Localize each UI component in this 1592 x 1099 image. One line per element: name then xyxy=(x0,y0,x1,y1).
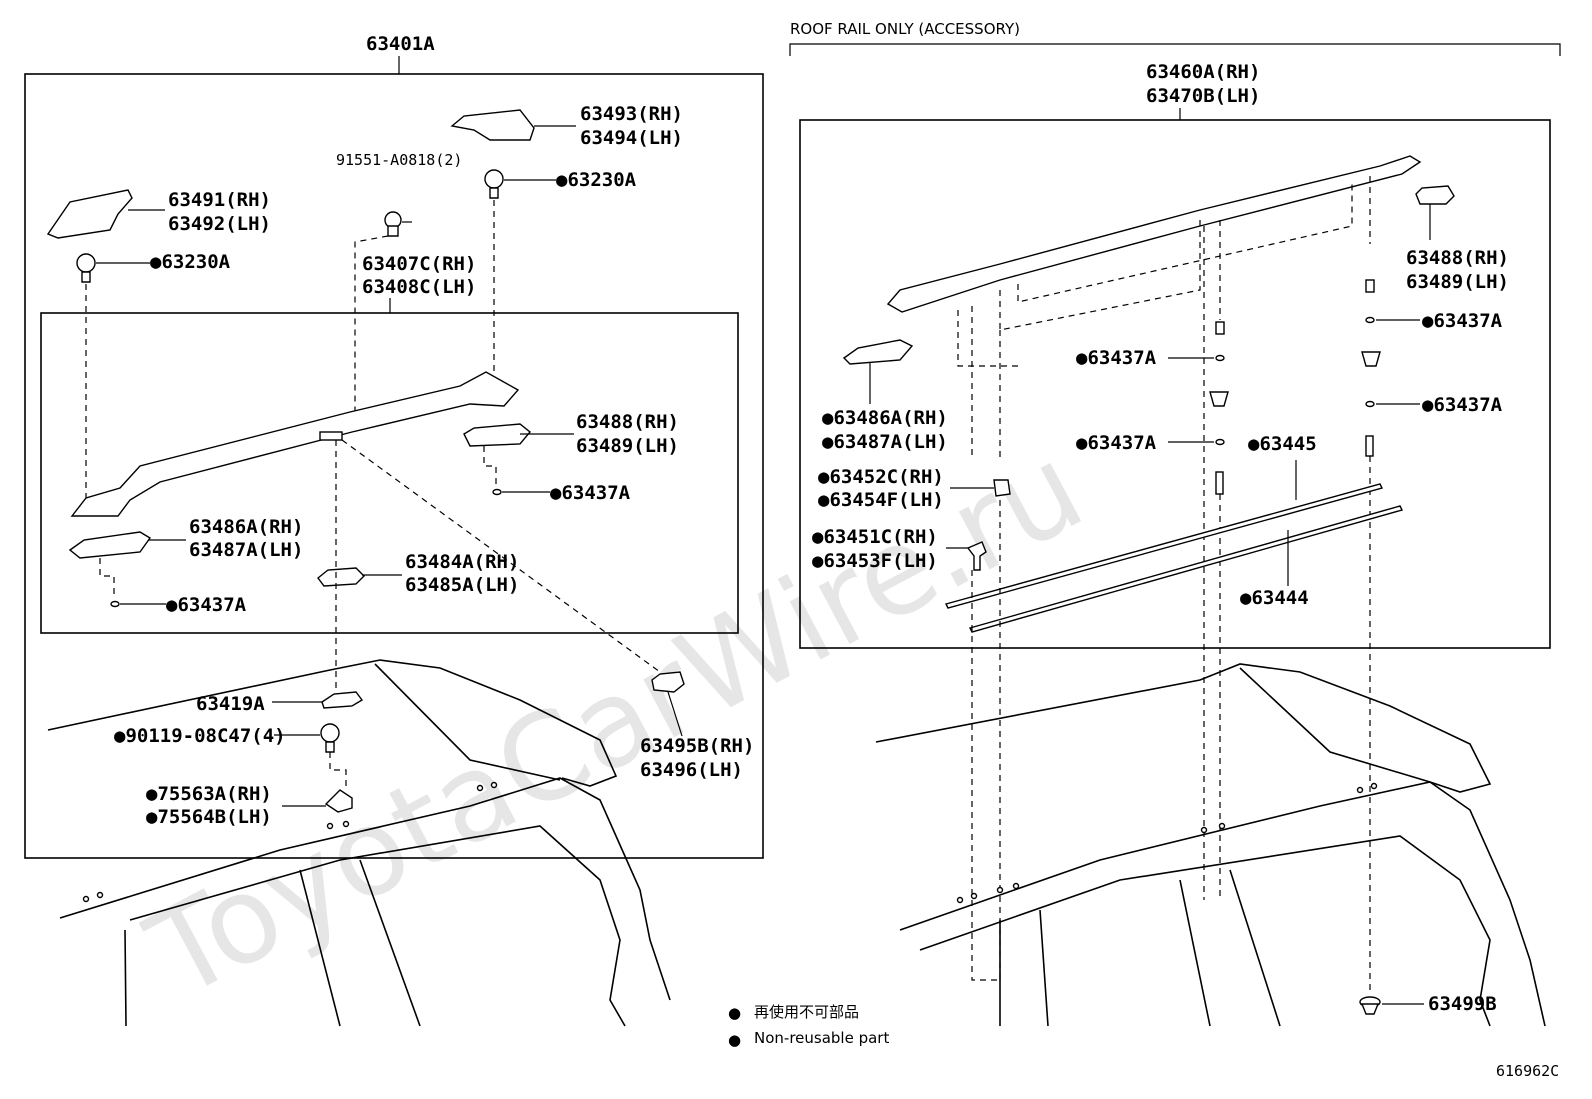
bolt-label: ●90119-08C47(4) xyxy=(114,725,286,747)
pad-label: 63419A xyxy=(196,693,265,715)
legend: ● 再使用不可部品 ● Non-reusable part xyxy=(728,1003,889,1049)
bolt-icon-lower xyxy=(320,723,340,753)
assembly-rh: 63460A(RH) xyxy=(1146,61,1260,83)
clip-icon xyxy=(76,253,96,283)
clip-d-lh: ●63453F(LH) xyxy=(812,550,938,572)
front-piece-lh: ●63487A(LH) xyxy=(822,431,948,453)
clip-front-label: ●63230A xyxy=(150,251,231,273)
figure-number: 616962C xyxy=(1496,1062,1559,1080)
clip-c-lh: ●63454F(LH) xyxy=(818,489,944,511)
roof-rail-icon xyxy=(70,371,520,517)
front-support-lh: 63487A(LH) xyxy=(189,539,303,561)
accessory-rail-icon xyxy=(886,155,1422,313)
tape-lower-icon xyxy=(968,505,1404,633)
tape-lower-label: ●63444 xyxy=(1240,587,1309,609)
seal-a-label: ●63437A xyxy=(1422,310,1503,332)
seal-front-label: ●63437A xyxy=(166,594,247,616)
seal-c-label: ●63437A xyxy=(1076,347,1157,369)
plug-icon xyxy=(1359,996,1381,1015)
inner-assembly-lh: 63408C(LH) xyxy=(362,276,476,298)
legend-line-1: 再使用不可部品 xyxy=(754,1003,859,1021)
bolt-icon xyxy=(384,211,402,237)
clip-d-icon xyxy=(966,541,987,571)
end-piece-lh: 63489(LH) xyxy=(1406,271,1509,293)
end-cap-icon xyxy=(651,671,685,693)
accessory-header: ROOF RAIL ONLY (ACCESSORY) xyxy=(790,20,1020,38)
front-cover-rh: 63491(RH) xyxy=(168,189,271,211)
rear-cover-rh: 63493(RH) xyxy=(580,103,683,125)
watermark: ToyotaCarWire.ru xyxy=(127,419,1104,1026)
plug-label: 63499B xyxy=(1428,993,1497,1015)
tape-upper-label: ●63445 xyxy=(1248,433,1317,455)
end-piece-icon xyxy=(1415,185,1455,205)
rear-support-lh: 63489(LH) xyxy=(576,435,679,457)
rear-cover-lh: 63494(LH) xyxy=(580,127,683,149)
assembly-lh: 63470B(LH) xyxy=(1146,85,1260,107)
front-cover-lh: 63492(LH) xyxy=(168,213,271,235)
clip-icon-rear xyxy=(484,169,504,199)
legend-mark-2: ● xyxy=(728,1031,741,1049)
clip-rear-label: ●63230A xyxy=(556,169,637,191)
seal-d-label: ●63437A xyxy=(1076,432,1157,454)
clip-d-rh: ●63451C(RH) xyxy=(812,526,938,548)
pad-icon xyxy=(321,691,364,709)
bolt-count-label: 91551-A0818(2) xyxy=(336,151,462,169)
inner-assembly-rh: 63407C(RH) xyxy=(362,253,476,275)
seal-b-label: ●63437A xyxy=(1422,394,1503,416)
mid-support-icon xyxy=(317,567,365,587)
right-panel: ROOF RAIL ONLY (ACCESSORY) 63460A(RH) 63… xyxy=(789,20,1561,1027)
legend-mark-1: ● xyxy=(728,1004,741,1022)
assembly-label-63401A: 63401A xyxy=(366,33,435,55)
inner-assembly-box xyxy=(40,312,739,634)
seal-rear-label: ●63437A xyxy=(550,482,631,504)
mid-support-lh: 63485A(LH) xyxy=(405,574,519,596)
front-support-icon xyxy=(68,531,152,559)
mid-support-rh: 63484A(RH) xyxy=(405,551,519,573)
clip-c-rh: ●63452C(RH) xyxy=(818,466,944,488)
front-support-rh: 63486A(RH) xyxy=(189,516,303,538)
end-cap-lh: 63496(LH) xyxy=(640,759,743,781)
end-piece-rh: 63488(RH) xyxy=(1406,247,1509,269)
rear-support-icon xyxy=(463,423,531,447)
tape-upper-icon xyxy=(944,483,1384,609)
rear-support-rh: 63488(RH) xyxy=(576,411,679,433)
nut-icon xyxy=(324,789,353,813)
front-piece-icon xyxy=(842,339,914,365)
car-roof-left xyxy=(47,659,618,787)
legend-line-2: Non-reusable part xyxy=(754,1029,889,1047)
rear-cover-icon xyxy=(450,109,535,141)
outer-assembly-box xyxy=(24,73,764,859)
end-cap-rh: 63495B(RH) xyxy=(640,735,754,757)
nut-rh: ●75563A(RH) xyxy=(146,783,272,805)
nut-lh: ●75564B(LH) xyxy=(146,806,272,828)
left-panel: 63401A 63407C(RH) 63408C(LH) 91551-A0818… xyxy=(24,33,764,1027)
clip-c-icon xyxy=(993,479,1011,497)
car-roof-right xyxy=(875,663,1492,793)
front-cover-icon xyxy=(46,189,133,239)
accessory-box xyxy=(799,119,1551,649)
front-piece-rh: ●63486A(RH) xyxy=(822,407,948,429)
